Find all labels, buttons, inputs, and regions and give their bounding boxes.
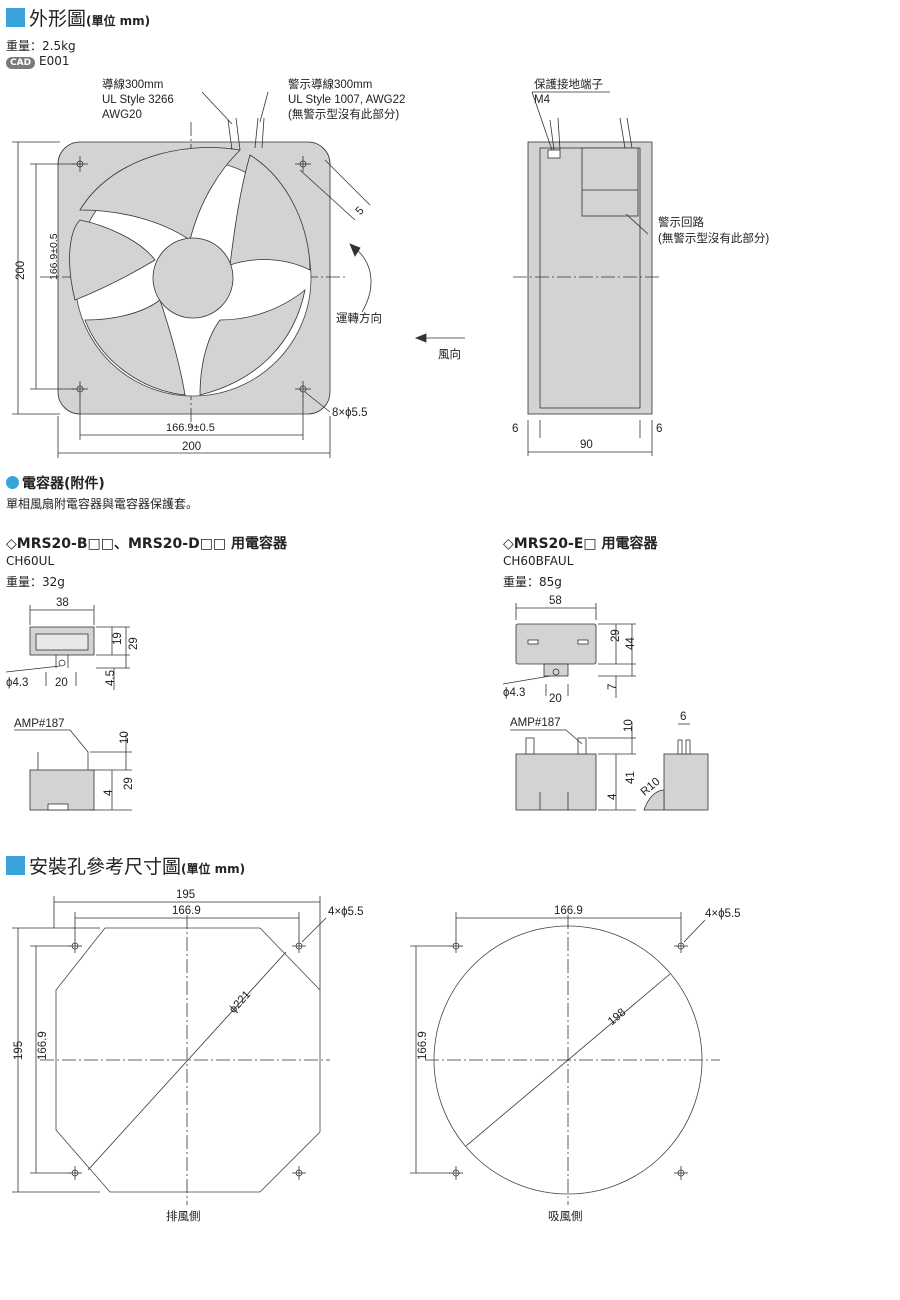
weight-text: 重量：2.5kg (6, 39, 76, 53)
mountA-holes: 4×ϕ5.5 (328, 906, 364, 918)
capA-h29: 29 (128, 637, 140, 650)
capB-d7: 7 (607, 684, 619, 690)
dim-90: 90 (580, 439, 593, 451)
mountB-d1669h: 166.9 (554, 905, 583, 917)
section-marker-icon (6, 8, 25, 27)
section-title-outline: 外形圖(單位 mm) (6, 4, 150, 31)
capacitor-desc: 單相風扇附電容器與電容器保護套。 (6, 497, 199, 511)
lead-label-2: UL Style 3266 (102, 94, 174, 106)
mountB-label: 吸風側 (548, 1210, 583, 1223)
alarm-circuit-2: (無警示型沒有此部分) (658, 231, 769, 245)
dim-200-horizontal: 200 (182, 441, 201, 453)
section-title-capacitor: 電容器(附件) (6, 473, 105, 493)
dim-6b: 6 (656, 423, 662, 435)
mount-hole (72, 156, 311, 397)
capB-w: 58 (549, 595, 562, 607)
capB-h29: 29 (610, 629, 622, 642)
dim-5: 5 (354, 205, 367, 218)
dim-200-vertical: 200 (15, 261, 27, 280)
section-marker-icon (6, 856, 25, 875)
capA-d45: 4.5 (105, 670, 117, 686)
ground-label-1: 保護接地端子 (534, 77, 603, 91)
capacitor-drawings: 38 19 29 ϕ4.3 20 4.5 AMP#187 10 4 29 58 … (5, 595, 709, 811)
capA-title: ◇MRS20-B□□、MRS20-D□□ 用電容器 (6, 536, 288, 552)
mounting-title: 安裝孔參考尺寸圖 (29, 856, 182, 878)
capB-side (515, 753, 597, 811)
capA-side (29, 769, 95, 811)
mountA-label: 排風側 (166, 1209, 201, 1223)
unit-label: (單位 mm) (181, 862, 246, 876)
dim-1669-horizontal: 166.9±0.5 (166, 422, 215, 434)
capB-d6: 6 (680, 711, 686, 723)
rotation-label: 運轉方向 (336, 311, 382, 325)
cad-badge-icon[interactable]: CAD (6, 57, 36, 69)
fan-blade (229, 154, 311, 271)
alarm-lead-label-1: 警示導線300mm (288, 77, 372, 91)
fan-blade (199, 289, 306, 396)
capB-title: ◇MRS20-E□ 用電容器 (503, 536, 658, 552)
unit-label: (單位 mm) (86, 14, 151, 28)
alarm-circuit-1: 警示回路 (658, 215, 704, 229)
capB-model: CH60BFAUL (503, 554, 574, 568)
fan-blade (79, 147, 241, 241)
capB-end (663, 753, 709, 811)
mountA-d195h: 195 (176, 889, 195, 901)
capB-d20: 20 (549, 693, 562, 705)
fan-outline-drawing: 導線300mm UL Style 3266 AWG20 警示導線300mm UL… (12, 77, 769, 458)
capA-d10: 10 (119, 731, 131, 744)
capB-d41: 41 (625, 771, 637, 784)
lead-label-1: 導線300mm (102, 77, 163, 91)
capA-weight: 重量：32g (6, 575, 65, 589)
dim-6a: 6 (512, 423, 518, 435)
mountB-hole (449, 939, 688, 1180)
capB-weight: 重量：85g (503, 575, 562, 589)
section-title-mounting: 安裝孔參考尺寸圖(單位 mm) (6, 852, 245, 879)
capA-d29b: 29 (123, 777, 135, 790)
capA-w: 38 (56, 597, 69, 609)
capA-h19: 19 (112, 632, 124, 645)
alarm-lead-label-2: UL Style 1007, AWG22 (288, 94, 405, 106)
mountA-d1669v: 166.9 (37, 1031, 49, 1060)
mountA-hole (68, 939, 306, 1180)
holes-label: 8×ϕ5.5 (332, 407, 368, 419)
mountB-holes: 4×ϕ5.5 (705, 908, 741, 920)
capB-h44: 44 (625, 637, 637, 650)
capA-d20: 20 (55, 677, 68, 689)
fan-blade (84, 299, 186, 396)
cad-code: E001 (39, 54, 70, 68)
bullet-icon (6, 476, 19, 489)
capB-d10: 10 (623, 719, 635, 732)
capacitor-title: 電容器(附件) (22, 476, 105, 492)
mountB-d1669v: 166.9 (417, 1031, 429, 1060)
capA-d4: 4 (103, 789, 115, 796)
mounting-drawings: 195 166.9 4×ϕ5.5 ϕ221 195 166.9 排風側 166.… (12, 889, 741, 1223)
capB-d4: 4 (607, 793, 619, 800)
section-title-text: 外形圖 (29, 8, 87, 30)
capA-model: CH60UL (6, 554, 55, 568)
capA-d43: ϕ4.3 (6, 677, 28, 689)
fan-blade (69, 219, 156, 301)
ground-label-2: M4 (534, 94, 551, 106)
mountA-d195v: 195 (13, 1041, 25, 1060)
lead-label-3: AWG20 (102, 109, 142, 121)
capB-d43: ϕ4.3 (503, 687, 525, 699)
dim-1669-vertical: 166.9±0.5 (48, 233, 60, 280)
mountA-d1669h: 166.9 (172, 905, 201, 917)
alarm-lead-label-3: (無警示型沒有此部分) (288, 107, 399, 121)
capA-amp: AMP#187 (14, 718, 65, 730)
airflow-label: 風向 (438, 347, 461, 361)
capB-amp: AMP#187 (510, 717, 561, 729)
